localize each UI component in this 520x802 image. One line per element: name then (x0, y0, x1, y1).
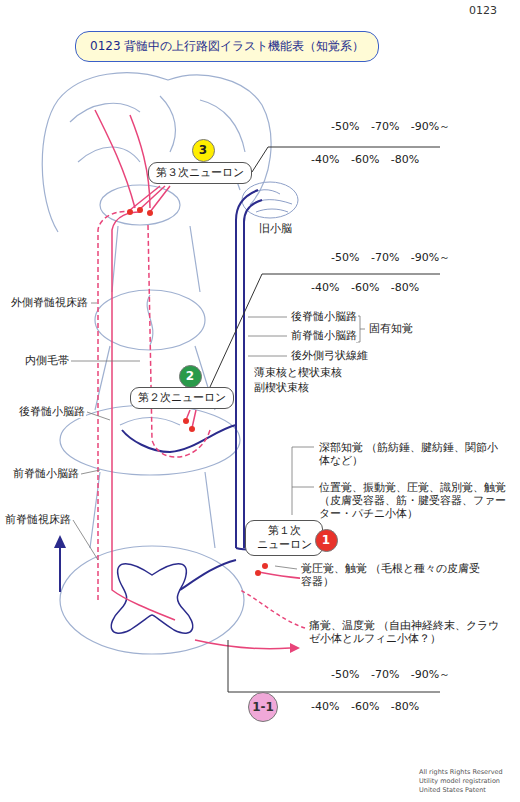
diagram-title: 0123 背髄中の上行路図イラスト機能表（知覚系） (75, 31, 379, 62)
part-name: 旧小脳 (258, 222, 293, 235)
tract-name: 前脊髄視床路 (4, 513, 72, 526)
callout-number: 3 (192, 139, 215, 162)
tract-name: 前脊髄小脳路 (12, 467, 80, 480)
tract-name: 後脊髄小脳路 (290, 310, 358, 323)
tract-name: 外側脊髄視床路 (10, 296, 89, 309)
sense-note: 深部知覚 （筋紡錘、腱紡錘、関節小体など） (318, 441, 510, 467)
node-text: 1 (322, 533, 330, 548)
tract-name: 前脊髄小脳路 (290, 329, 358, 342)
tract-name: 後脊髄小脳路 (18, 405, 86, 418)
group-name: 固有知覚 (368, 322, 414, 335)
sense-note: 覚圧覚、触覚 （毛根と種々の皮膚受容器） (300, 562, 482, 588)
neuron-box: 第２次ニューロン (130, 387, 234, 409)
callout-number: 1-1 (248, 692, 278, 722)
node-text: 3 (199, 143, 207, 158)
fiber-name: 後外側弓状線維 (290, 349, 369, 362)
node-text: 2 (186, 369, 194, 384)
tract-name: 内側毛帯 (24, 354, 70, 367)
scale-upper: -50% -70% -90%～ (330, 120, 451, 134)
node-text: 第２次ニューロン (138, 391, 226, 405)
nucleus-name: 副楔状束核 (253, 381, 310, 394)
node-text: 第３次ニューロン (156, 166, 244, 180)
copyright-note: Utility model registration (418, 777, 501, 785)
scale-lower: -40% -60% -80% (310, 153, 420, 167)
callout-number: 2 (179, 365, 202, 388)
page-number: 0123 (468, 4, 498, 18)
copyright-note: All rights Rights Reserved (418, 768, 504, 776)
scale-upper: -50% -70% -90%～ (330, 251, 451, 265)
node-text: 第１次 ニューロン (253, 524, 315, 552)
callout-number: 1 (315, 529, 338, 552)
neuron-box: 第３次ニューロン (148, 162, 252, 184)
node-text: 1-1 (252, 700, 274, 715)
copyright-note: United States Patent (418, 786, 487, 794)
scale-lower: -40% -60% -80% (310, 281, 420, 295)
neuron-box: 第１次 ニューロン (245, 520, 323, 556)
nucleus-name: 薄束核と楔状束核 (253, 366, 343, 379)
scale-upper: -50% -70% -90%～ (330, 668, 451, 682)
scale-lower: -40% -60% -80% (310, 700, 420, 714)
sense-note: 位置覚、振動覚、圧覚、識別覚、触覚 （皮膚受容器、筋・腱受容器、ファーター・パチ… (318, 481, 510, 520)
sense-note: 痛覚、温度覚 （自由神経終末、クラウゼ小体とルフィニ小体？） (308, 619, 510, 645)
